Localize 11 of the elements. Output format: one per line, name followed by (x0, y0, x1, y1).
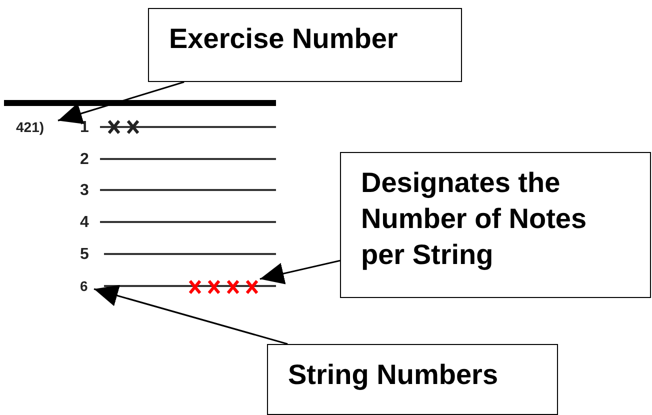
callout-box: Designates the Number of Notes per String (340, 152, 651, 298)
string-number: 4 (80, 214, 89, 232)
string-number: 2 (80, 151, 89, 169)
callout-box: Exercise Number (148, 8, 462, 82)
string-label: 421) (16, 119, 58, 135)
arrow (260, 260, 340, 284)
arrow (94, 284, 288, 345)
string-number: 3 (80, 182, 89, 200)
callout-box: String Numbers (267, 344, 558, 415)
string-number: 5 (80, 246, 89, 264)
string-label: 6 (80, 278, 94, 296)
